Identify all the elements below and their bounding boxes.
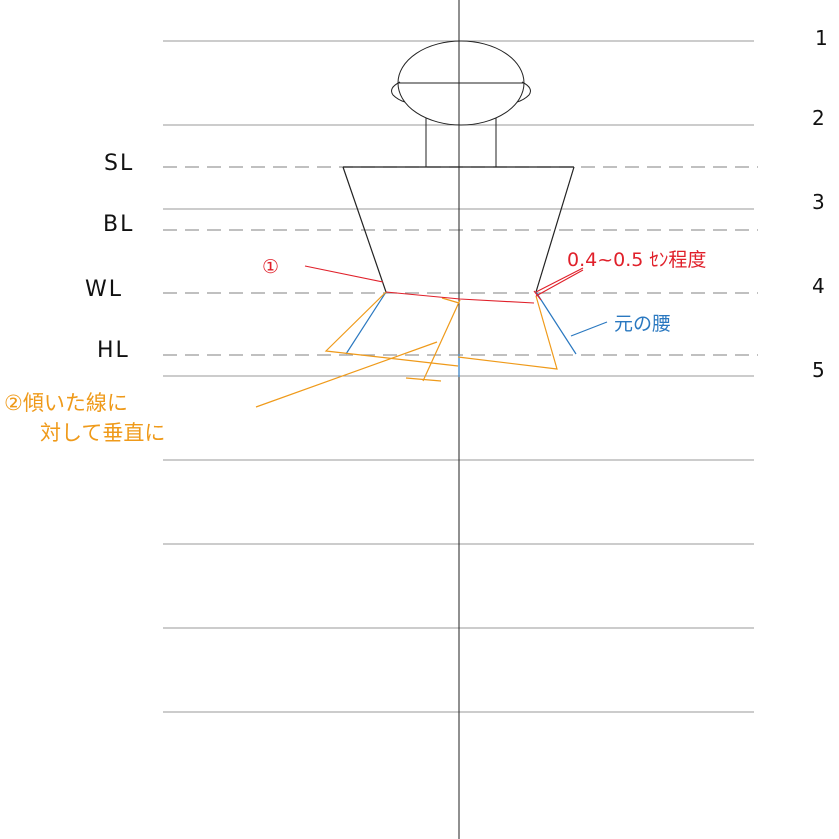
circle-one-pointer [304, 265, 384, 283]
torso-outline [342, 166, 575, 293]
new-center-line [422, 299, 461, 382]
annotation-original-waist: 元の腰 [614, 313, 671, 335]
new-hem-mark [405, 377, 442, 382]
original-hip-lines [345, 291, 608, 377]
new-waist-line [385, 291, 535, 304]
head-number-4: 4 [812, 274, 825, 298]
head-number-2: 2 [812, 106, 825, 130]
waist-shift-a [533, 290, 542, 301]
original-waist-pointer [570, 321, 608, 337]
annotation-circle-one: ① [262, 256, 279, 278]
amount-pointer-a [535, 267, 584, 293]
amount-pointer-b [535, 269, 584, 297]
right-ear [516, 81, 531, 103]
instruction-pointer [255, 341, 438, 408]
new-right-hip [457, 295, 558, 370]
original-left-hip [345, 291, 387, 355]
red-construction-lines [304, 265, 584, 304]
head [391, 40, 531, 126]
annotation-instruction-line2: 対して垂直に [40, 421, 165, 445]
level-label-wl: WL [85, 277, 123, 302]
level-labels: SL BL WL HL [85, 151, 134, 363]
level-label-hl: HL [97, 338, 130, 363]
torso-right-side [535, 166, 575, 293]
level-label-sl: SL [104, 151, 134, 176]
new-hip-lines [255, 291, 558, 408]
new-left-hip [324, 291, 459, 367]
torso-left-side [342, 166, 387, 293]
head-number-3: 3 [812, 190, 825, 214]
head-number-5: 5 [812, 358, 825, 382]
left-ear [391, 81, 406, 103]
head-numbers: 1 2 3 4 5 [812, 26, 828, 382]
annotation-instruction-line1: ②傾いた線に [4, 391, 128, 415]
original-right-hip [535, 291, 577, 355]
neck [425, 118, 497, 167]
new-center-perpendicular [441, 297, 460, 304]
head-number-1: 1 [815, 26, 828, 50]
level-label-bl: BL [103, 212, 134, 237]
annotation-amount: 0.4~0.5 ｾﾝ程度 [567, 249, 706, 271]
